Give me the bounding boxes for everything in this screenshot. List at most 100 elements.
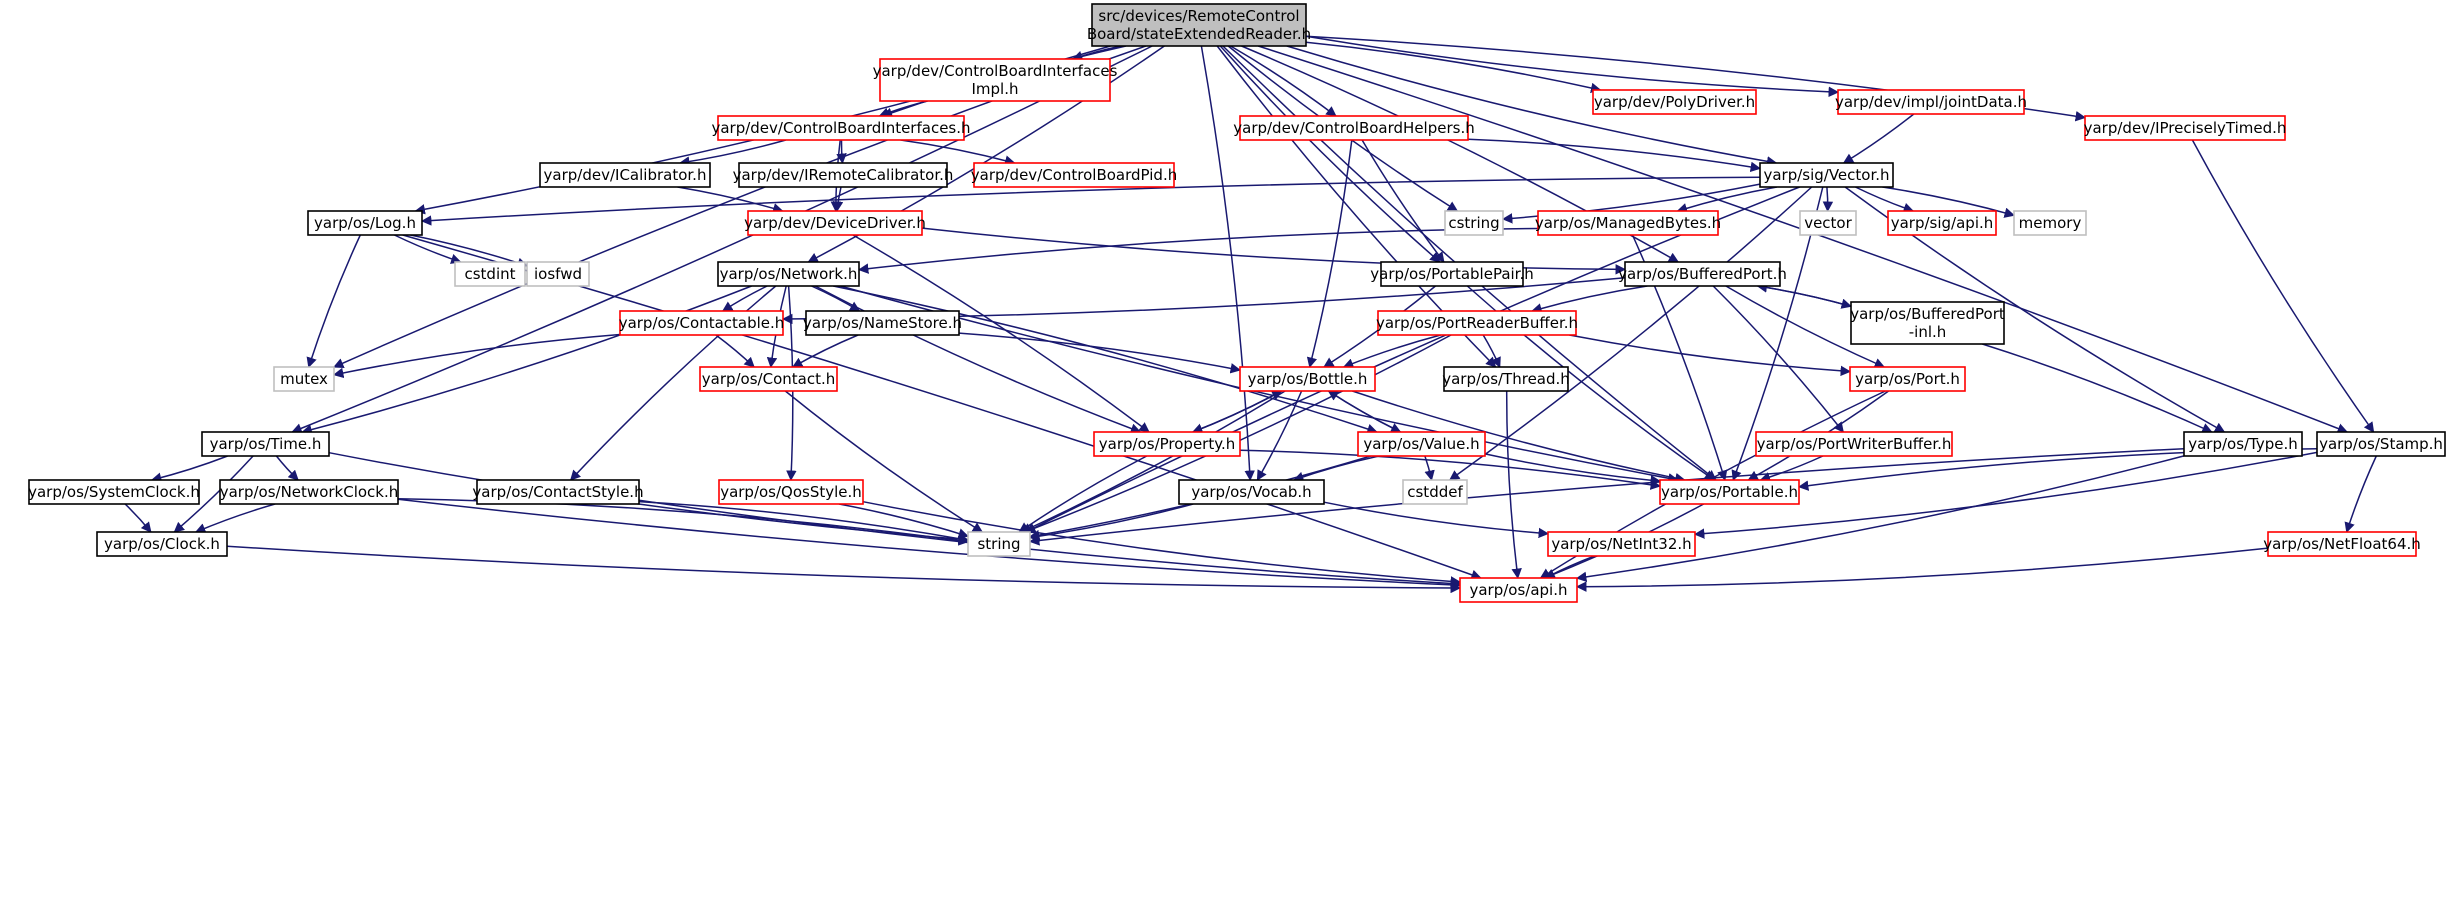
node-cbhelpers[interactable]: yarp/dev/ControlBoardHelpers.h: [1233, 115, 1475, 141]
node-root[interactable]: src/devices/RemoteControlBoard/stateExte…: [1087, 3, 1311, 47]
node-property[interactable]: yarp/os/Property.h: [1093, 431, 1241, 457]
node-value[interactable]: yarp/os/Value.h: [1357, 431, 1486, 457]
node-label: yarp/dev/impl/jointData.h: [1835, 93, 2027, 111]
node-stamp[interactable]: yarp/os/Stamp.h: [2316, 431, 2446, 457]
edge-cbhelpers-to-portablepair: [1361, 139, 1445, 263]
node-portreaderbuffer[interactable]: yarp/os/PortReaderBuffer.h: [1376, 310, 1578, 336]
node-netfloat64[interactable]: yarp/os/NetFloat64.h: [2263, 531, 2421, 557]
node-label: yarp/dev/ControlBoardPid.h: [971, 166, 1177, 184]
node-label: yarp/os/Value.h: [1363, 435, 1479, 453]
node-clock[interactable]: yarp/os/Clock.h: [96, 531, 228, 557]
node-cbi[interactable]: yarp/dev/ControlBoardInterfaces.h: [711, 115, 971, 141]
node-log[interactable]: yarp/os/Log.h: [307, 210, 423, 236]
node-label: yarp/os/NetFloat64.h: [2263, 535, 2421, 553]
node-networkclock[interactable]: yarp/os/NetworkClock.h: [219, 479, 399, 505]
edge-cbhelpers-to-vector: [1467, 138, 1762, 173]
node-type[interactable]: yarp/os/Type.h: [2183, 431, 2303, 457]
node-box: [2183, 431, 2303, 457]
node-icalib[interactable]: yarp/dev/ICalibrator.h: [539, 162, 711, 188]
node-box: [747, 210, 923, 236]
node-namestore[interactable]: yarp/os/NameStore.h: [803, 310, 962, 336]
node-label: yarp/os/Time.h: [210, 435, 322, 453]
node-port[interactable]: yarp/os/Port.h: [1849, 366, 1966, 392]
node-box: [476, 479, 640, 505]
edge-portreaderbuffer-to-thread: [1482, 334, 1501, 368]
node-box: [1849, 366, 1966, 392]
edge-root-to-vocab: [1200, 45, 1255, 482]
edge-iprecisely-to-stamp: [2191, 139, 2375, 433]
node-box: [699, 366, 838, 392]
edge-cbi-to-cbpid: [900, 139, 1016, 166]
edge-vector-to-log: [420, 176, 1761, 226]
edge-iremote-to-devdriver: [832, 186, 844, 213]
node-iprecisely[interactable]: yarp/dev/IPreciselyTimed.h: [2084, 115, 2287, 141]
node-vector[interactable]: yarp/sig/Vector.h: [1759, 162, 1894, 188]
node-iremote[interactable]: yarp/dev/IRemoteCalibrator.h: [733, 162, 954, 188]
node-box: [1178, 479, 1325, 505]
node-network[interactable]: yarp/os/Network.h: [717, 261, 860, 287]
node-polydriver[interactable]: yarp/dev/PolyDriver.h: [1592, 89, 1757, 115]
edge-cbhelpers-to-bottle: [1306, 139, 1353, 369]
node-portablepair[interactable]: yarp/os/PortablePair.h: [1370, 261, 1534, 287]
node-label: yarp/os/SystemClock.h: [28, 483, 200, 501]
edge-bottle-to-string: [1020, 390, 1286, 533]
node-thread[interactable]: yarp/os/Thread.h: [1442, 366, 1570, 392]
node-bufferedport[interactable]: yarp/os/BufferedPort.h: [1618, 261, 1787, 287]
node-cstring: cstring: [1444, 210, 1504, 236]
edge-devdriver-to-bufferedport: [921, 227, 1627, 275]
node-label: yarp/os/Port.h: [1855, 370, 1960, 388]
edge-contactstyle-to-osapi: [638, 499, 1462, 589]
node-label: mutex: [280, 370, 328, 388]
node-label: yarp/os/ContactStyle.h: [472, 483, 643, 501]
node-label: yarp/os/NetInt32.h: [1551, 535, 1691, 553]
node-contactstyle[interactable]: yarp/os/ContactStyle.h: [472, 479, 644, 505]
node-osapi[interactable]: yarp/os/api.h: [1459, 577, 1578, 603]
node-label: cstddef: [1407, 483, 1463, 501]
edge-network-to-value: [833, 285, 1378, 434]
node-label: yarp/dev/ControlBoardHelpers.h: [1233, 119, 1474, 137]
node-contact[interactable]: yarp/os/Contact.h: [699, 366, 838, 392]
node-label: yarp/os/Contact.h: [702, 370, 836, 388]
node-box: [1755, 431, 1953, 457]
edge-bottle-to-portable: [1352, 390, 1686, 484]
node-label: yarp/os/Thread.h: [1442, 370, 1570, 388]
node-memory: memory: [2013, 210, 2087, 236]
edge-bottle-to-vocab: [1256, 390, 1303, 481]
edge-bufferedport-to-portwriterbuffer: [1712, 285, 1844, 433]
node-label: yarp/os/api.h: [1469, 581, 1567, 599]
node-jointdata[interactable]: yarp/dev/impl/jointData.h: [1835, 89, 2027, 115]
node-qosstyle[interactable]: yarp/os/QosStyle.h: [718, 479, 864, 505]
node-box: [1547, 531, 1696, 557]
node-box: [718, 479, 864, 505]
node-mutex: mutex: [273, 366, 335, 392]
node-portwriterbuffer[interactable]: yarp/os/PortWriterBuffer.h: [1755, 431, 1953, 457]
node-box: [973, 162, 1175, 188]
node-sigapi[interactable]: yarp/sig/api.h: [1887, 210, 1997, 236]
node-devdriver[interactable]: yarp/dev/DeviceDriver.h: [744, 210, 926, 236]
node-contactable[interactable]: yarp/os/Contactable.h: [619, 310, 785, 336]
node-bufferedportinl[interactable]: yarp/os/BufferedPort-inl.h: [1850, 301, 2005, 345]
edge-cbi-to-iremote: [836, 139, 847, 165]
node-label: yarp/os/NameStore.h: [803, 314, 962, 332]
edge-netfloat64-to-osapi: [1575, 547, 2269, 592]
node-vocab[interactable]: yarp/os/Vocab.h: [1178, 479, 1325, 505]
node-managedbytes[interactable]: yarp/os/ManagedBytes.h: [1535, 210, 1721, 236]
node-label: yarp/os/BufferedPort: [1850, 305, 2005, 323]
edge-qosstyle-to-osapi: [862, 500, 1462, 587]
node-bottle[interactable]: yarp/os/Bottle.h: [1239, 366, 1376, 392]
node-label: yarp/os/Contactable.h: [619, 314, 785, 332]
node-cstdint: cstdint: [454, 261, 526, 287]
node-time[interactable]: yarp/os/Time.h: [201, 431, 330, 457]
node-netint32[interactable]: yarp/os/NetInt32.h: [1547, 531, 1696, 557]
node-box: [1799, 210, 1857, 236]
edge-type-to-string: [1028, 447, 2185, 546]
node-label: Impl.h: [972, 80, 1019, 98]
node-box: [307, 210, 423, 236]
edge-value-to-bottle: [1327, 390, 1401, 433]
node-systemclock[interactable]: yarp/os/SystemClock.h: [28, 479, 200, 505]
node-box: [539, 162, 711, 188]
node-cbpid[interactable]: yarp/dev/ControlBoardPid.h: [971, 162, 1177, 188]
node-portable[interactable]: yarp/os/Portable.h: [1659, 479, 1800, 505]
edge-vector-to-cstring: [1501, 183, 1761, 224]
